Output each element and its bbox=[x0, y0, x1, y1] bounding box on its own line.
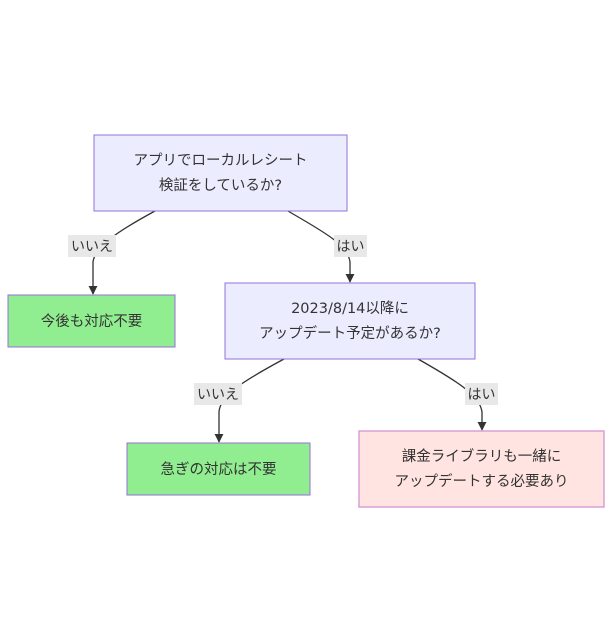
edge-label-q2-no-text: いいえ bbox=[197, 387, 239, 403]
node-q2-line1: 2023/8/14以降に bbox=[291, 300, 409, 317]
edge-label-q1-yes: はい bbox=[334, 235, 367, 257]
node-no-action-label: 今後も対応不要 bbox=[41, 313, 143, 330]
node-q1-line1: アプリでローカルレシート bbox=[134, 152, 308, 169]
edge-label-q1-no-text: いいえ bbox=[71, 239, 113, 255]
node-q1-line2: 検証をしているか? bbox=[159, 177, 282, 194]
edge-q1-yes-line bbox=[287, 210, 355, 283]
edge-label-q2-yes-bg bbox=[465, 383, 498, 405]
node-not-urgent: 急ぎの対応は不要 bbox=[126, 442, 311, 496]
node-update-billing-line2: アップデートする必要あり bbox=[395, 472, 569, 490]
edge-label-q1-yes-text: はい bbox=[337, 239, 365, 255]
edge-label-q2-no: いいえ bbox=[194, 383, 242, 405]
node-q2-box bbox=[224, 282, 476, 360]
edge-label-q2-yes: はい bbox=[465, 383, 498, 405]
edge-label-q2-no-bg bbox=[194, 383, 242, 405]
node-not-urgent-box bbox=[126, 442, 311, 496]
node-no-action-box bbox=[7, 294, 176, 348]
node-q1-box bbox=[93, 134, 348, 212]
node-update-billing-line1: 課金ライブラリも一緒に bbox=[402, 447, 562, 465]
edge-label-q1-no: いいえ bbox=[68, 235, 116, 257]
edge-q1-yes bbox=[287, 210, 355, 283]
node-q2-update-planned: 2023/8/14以降に アップデート予定があるか? bbox=[224, 282, 476, 360]
edge-label-q2-yes-text: はい bbox=[468, 387, 496, 403]
edge-label-q1-no-bg bbox=[68, 235, 116, 257]
edge-label-q1-yes-bg bbox=[334, 235, 367, 257]
node-update-billing-library: 課金ライブラリも一緒に アップデートする必要あり bbox=[358, 430, 605, 508]
node-q1-local-receipt-validation: アプリでローカルレシート 検証をしているか? bbox=[93, 134, 348, 212]
node-no-action-needed: 今後も対応不要 bbox=[7, 294, 176, 348]
node-q2-line2: アップデート予定があるか? bbox=[259, 324, 441, 342]
node-update-billing-box bbox=[358, 430, 605, 508]
node-not-urgent-label: 急ぎの対応は不要 bbox=[161, 461, 277, 478]
